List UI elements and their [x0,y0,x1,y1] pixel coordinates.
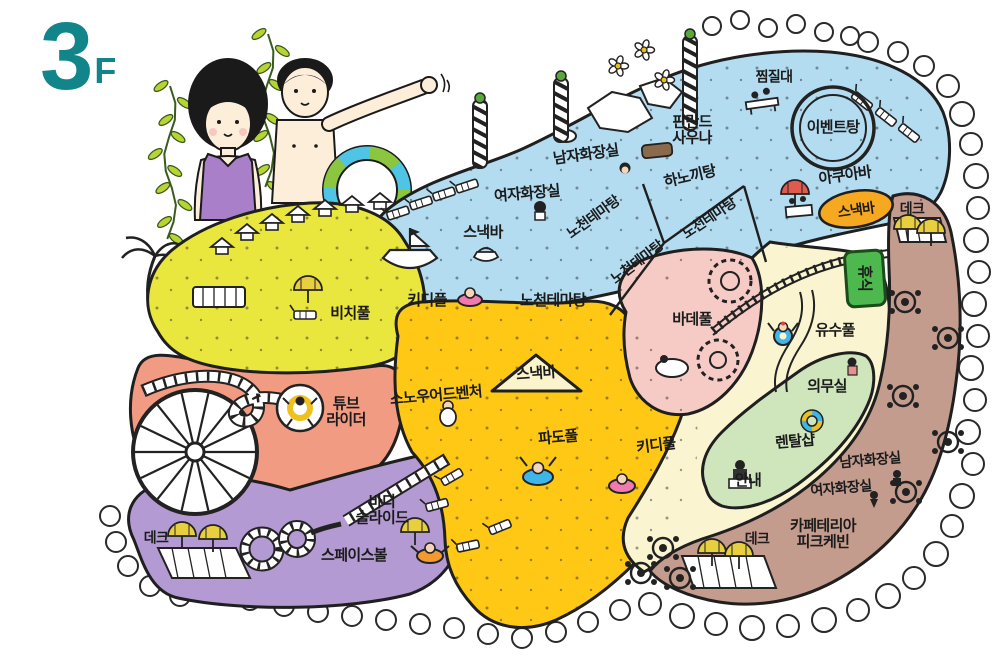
floor-indicator: 3 F [40,3,117,110]
ferris-wheel-icon [131,388,259,516]
tube-slide-icon [140,369,325,433]
bath-divider-lines [609,183,768,316]
floor-number: 3 [40,3,94,110]
monorail-bridge-icon [710,248,889,336]
hanokki-tub-icon [640,141,674,160]
snackbar-triangle-sign [490,353,583,393]
hut-icon [368,192,392,210]
deck-hatch-sw [156,547,252,579]
bench-icon [192,286,246,308]
boat-icon [472,247,500,262]
pole-icons [472,28,698,169]
bade-pool-tubs-icon [655,258,753,382]
garland-icons [147,27,291,246]
snackbar-sign [818,189,894,229]
floor-suffix: F [94,49,117,91]
flower-icons [608,39,676,91]
aqua-bar-icon [784,196,814,219]
body-slide-icon [342,453,451,527]
spiral-rings-icon [239,520,342,572]
deck-hatch-se [680,555,778,589]
rest-sign-board [843,248,887,309]
swimmer-icons [410,287,636,564]
pirate-ship-icon [381,227,439,270]
person-icons [534,162,901,508]
woman-illustration [188,58,268,221]
lazy-river-icon [767,289,816,393]
sauna-bench-icon [744,87,780,115]
event-bath-circle [790,85,876,171]
